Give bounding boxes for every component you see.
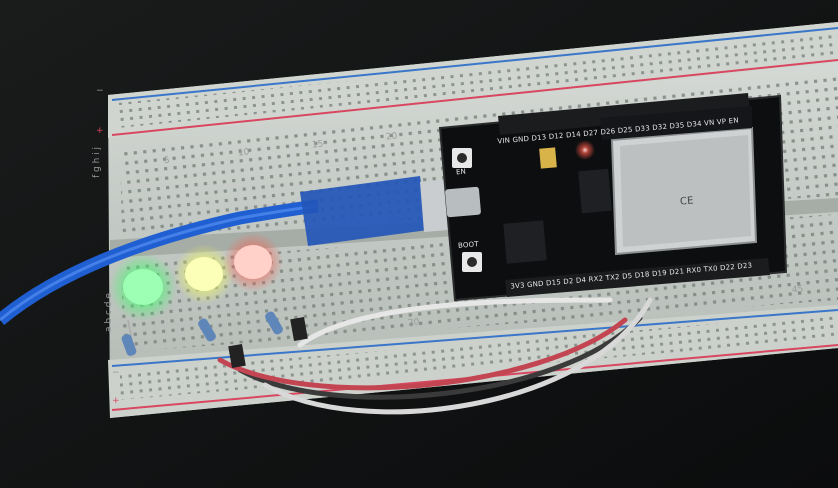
col-number-45: 45 [791,284,804,296]
rail-plus-bottom: + [112,396,120,406]
col-number-15: 15 [311,139,324,151]
col-number-5: 5 [163,155,171,167]
jumper-wires [217,297,653,415]
rail-minus-bottom: − [112,368,120,378]
resistors [121,311,283,356]
esp32-devboard [438,93,788,302]
col-number-10: 10 [237,147,250,159]
yellow-led [185,257,223,291]
col-number-20-lower: 20 [407,317,420,329]
green-led [123,269,163,305]
col-number-20: 20 [385,131,398,143]
red-led [234,245,272,279]
row-letters-bottom: a b c d e [104,293,114,332]
rail-minus-top: − [96,86,104,96]
en-label: EN [455,167,467,177]
rail-plus-top: + [96,126,104,136]
leds [109,232,283,321]
ce-mark: CE [679,195,695,208]
row-letters-top: f g h i j [92,146,102,178]
